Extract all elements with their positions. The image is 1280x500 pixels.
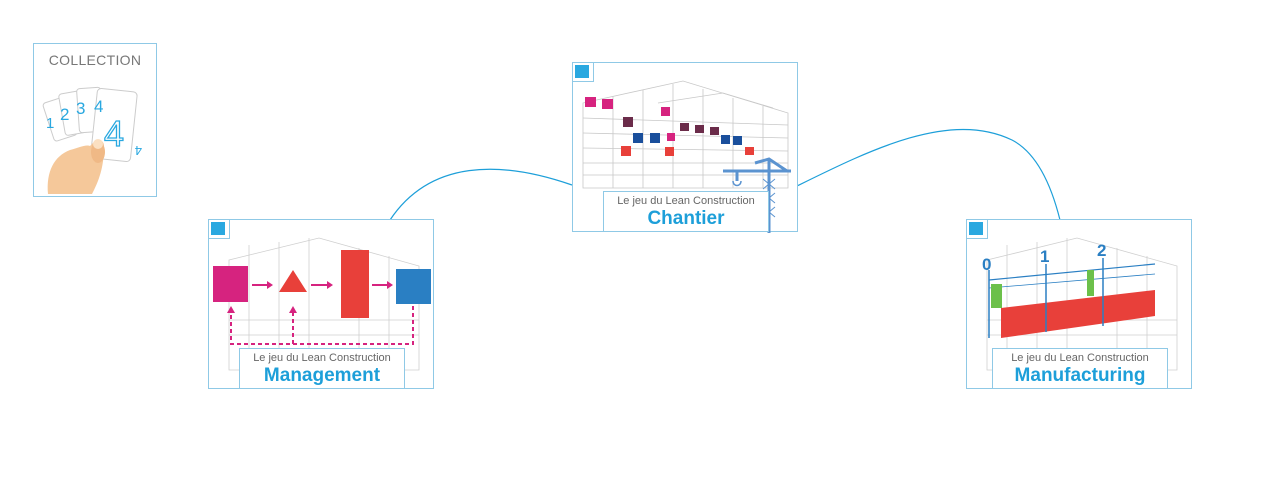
collection-title: COLLECTION [48, 52, 142, 68]
chantier-building-illustration [582, 80, 791, 233]
card-digit-1: 1 [46, 115, 54, 132]
manufacturing-timeline-illustration: 0 1 2 [982, 237, 1178, 371]
timeline-marker-0: 0 [982, 255, 991, 274]
card-digit-corner: 4 [135, 143, 142, 158]
management-game-card[interactable]: Le jeu du Lean Construction Management [208, 219, 434, 389]
collection-card[interactable]: COLLECTION 1 2 3 4 4 4 [33, 43, 157, 197]
card-digit-big: 4 [104, 113, 124, 154]
management-subtitle: Le jeu du Lean Construction [253, 352, 391, 364]
curve-management-chantier [389, 168, 573, 221]
management-flow-illustration [213, 237, 431, 371]
chantier-subtitle: Le jeu du Lean Construction [617, 195, 755, 207]
cards-in-hand-icon: 1 2 3 4 4 4 [42, 86, 142, 194]
timeline-marker-1: 1 [1040, 247, 1049, 266]
card-digit-4: 4 [94, 97, 103, 116]
manufacturing-game-card[interactable]: 0 1 2 Le jeu du Lean Construction Manufa… [966, 219, 1192, 389]
manufacturing-title: Manufacturing [1014, 365, 1146, 386]
timeline-marker-2: 2 [1097, 241, 1106, 260]
manufacturing-label: Le jeu du Lean Construction Manufacturin… [992, 348, 1168, 389]
management-title: Management [263, 365, 381, 386]
manufacturing-subtitle: Le jeu du Lean Construction [1011, 352, 1149, 364]
management-corner-marker [209, 220, 230, 239]
management-label: Le jeu du Lean Construction Management [239, 348, 405, 389]
manufacturing-corner-marker [967, 220, 988, 239]
curve-chantier-manufacturing [796, 128, 1061, 221]
chantier-title: Chantier [647, 208, 725, 229]
chantier-corner-marker [573, 63, 594, 82]
card-digit-3: 3 [76, 99, 85, 118]
chantier-label: Le jeu du Lean Construction Chantier [603, 191, 769, 232]
chantier-game-card[interactable]: Le jeu du Lean Construction Chantier [572, 62, 798, 233]
card-digit-2: 2 [60, 105, 69, 124]
